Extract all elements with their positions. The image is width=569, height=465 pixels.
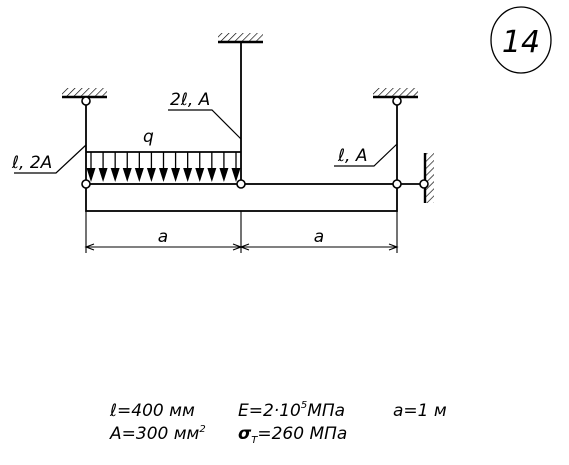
- load-arrow-head: [195, 168, 205, 182]
- param-modulus: E=2·105МПа: [238, 400, 345, 421]
- load-arrow-head: [86, 168, 96, 182]
- load-arrow-head: [231, 168, 241, 182]
- hinge-right-wall: [419, 179, 429, 189]
- param-length: ℓ=400 мм: [109, 401, 195, 421]
- hinges: [81, 96, 429, 189]
- load-arrow-head: [207, 168, 217, 182]
- support-right-top: [373, 88, 418, 99]
- param-area: A=300 мм2: [109, 424, 206, 444]
- hinge-left-top: [81, 96, 91, 106]
- load-arrow-head: [159, 168, 168, 182]
- load-arrow-head: [219, 168, 229, 182]
- leader-middle: [168, 109, 242, 140]
- load-arrow-head: [183, 168, 193, 182]
- parameters: ℓ=400 мм A=300 мм2 E=2·105МПа σT=260 МПа…: [109, 400, 447, 446]
- hinge-right-top: [392, 96, 402, 106]
- label-rod-middle: 2ℓ, A: [170, 90, 210, 110]
- variant-number: 14: [502, 25, 540, 60]
- dim-label-left: a: [158, 227, 168, 247]
- leader-left: [14, 144, 87, 174]
- load-arrow-head: [98, 168, 108, 182]
- param-a: a=1 м: [393, 401, 447, 421]
- variant-badge: 14: [490, 6, 552, 74]
- load-arrow-head: [110, 168, 120, 182]
- load-arrows: [86, 152, 241, 182]
- hinge-right-beam: [392, 179, 402, 189]
- label-rod-right: ℓ, A: [337, 146, 367, 166]
- hinge-left-beam: [81, 179, 91, 189]
- label-rod-left: ℓ, 2A: [11, 153, 52, 173]
- param-yield-stress: σT=260 МПа: [238, 424, 347, 446]
- hinge-middle-beam: [236, 179, 246, 189]
- support-left-top: [62, 88, 107, 99]
- load-arrow-head: [134, 168, 144, 182]
- distributed-load: [86, 151, 241, 182]
- label-load-q: q: [143, 127, 154, 147]
- load-arrow-head: [146, 168, 156, 182]
- dimension-lines: [84, 211, 399, 253]
- leader-right: [334, 143, 398, 167]
- load-arrow-head: [122, 168, 132, 182]
- support-right-wall: [423, 153, 434, 203]
- dim-label-right: a: [314, 227, 324, 247]
- support-middle-top: [218, 33, 263, 44]
- load-arrow-head: [171, 168, 181, 182]
